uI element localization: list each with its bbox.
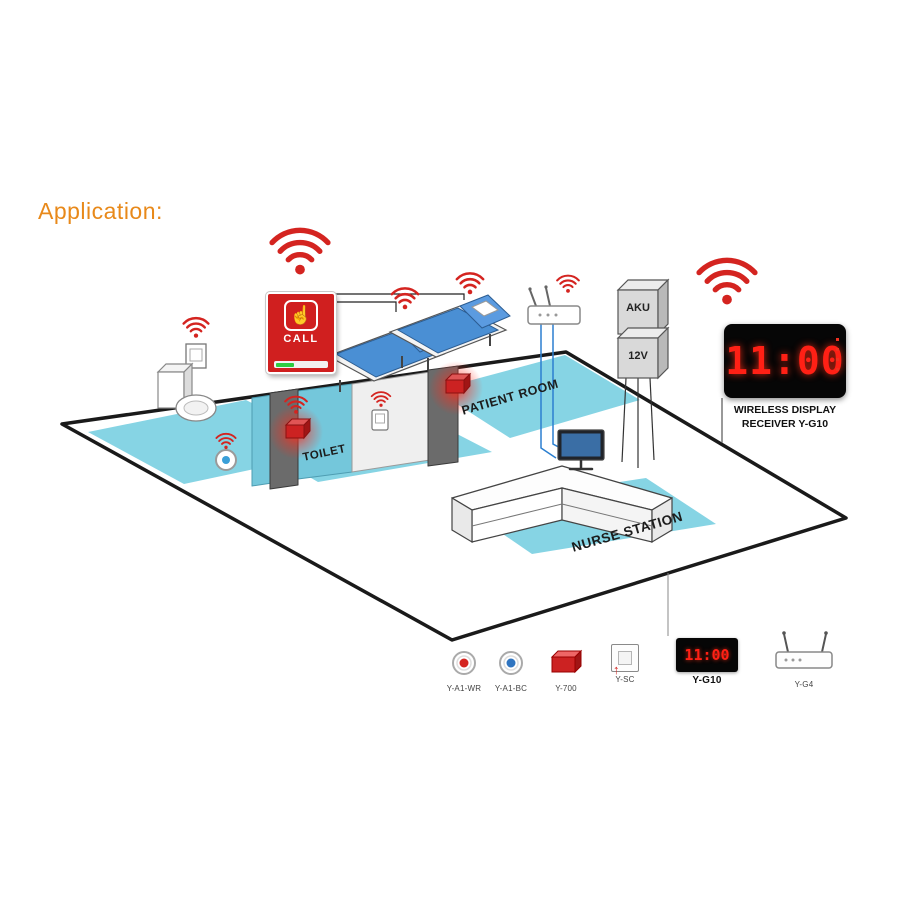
call-unit-1 bbox=[285, 424, 305, 439]
panel-to-bed1-line bbox=[334, 301, 397, 312]
wall-segment-light bbox=[351, 371, 431, 473]
call-unit-2-side bbox=[463, 372, 471, 395]
hand-press-icon: ☝ bbox=[284, 300, 318, 331]
wall-call-units bbox=[269, 361, 483, 459]
legend-item-y-sc: ↑ Y-SC bbox=[600, 644, 650, 684]
legend-item-y-a1-wr: Y-A1-WR bbox=[440, 650, 488, 693]
round-button-blue-icon bbox=[499, 651, 523, 675]
legend-item-y-700: Y-700 bbox=[540, 648, 592, 693]
aku-voltage-label: 12V bbox=[628, 350, 648, 362]
legend-item-y-g4: Y-G4 bbox=[770, 628, 838, 689]
switch-panel-button bbox=[618, 651, 632, 665]
receiver-caption-line1: WIRELESS DISPLAY bbox=[733, 404, 837, 416]
call-button-panel: ☝ CALL bbox=[265, 291, 337, 375]
panel-status-strip bbox=[274, 361, 328, 368]
wifi-icon bbox=[272, 230, 328, 274]
power-wire-1 bbox=[621, 377, 627, 463]
wifi-icon bbox=[182, 316, 210, 339]
wall-switch-panel bbox=[185, 343, 207, 369]
arrow-up-icon: ↑ bbox=[613, 662, 620, 677]
wall-segment-blue-1 bbox=[251, 394, 273, 487]
aku-label: AKU bbox=[626, 302, 650, 314]
hospital-bed-2 bbox=[388, 294, 511, 368]
legend-label: Y-G4 bbox=[794, 680, 814, 689]
green-led bbox=[276, 362, 294, 367]
call-unit-1-side bbox=[303, 417, 311, 440]
repeater-cable-1 bbox=[540, 324, 557, 459]
mini-clock-time: 11:00 bbox=[684, 646, 730, 664]
call-label: CALL bbox=[283, 333, 319, 345]
receiver-caption: WIRELESS DISPLAY RECEIVER Y-G10 bbox=[718, 403, 852, 431]
clock-time: 11:00 bbox=[725, 339, 845, 383]
signal-repeater bbox=[527, 274, 581, 325]
legend-label: Y-A1-BC bbox=[494, 684, 528, 693]
receiver-caption-line2: RECEIVER Y-G10 bbox=[741, 418, 829, 431]
legend-label: Y-700 bbox=[555, 684, 577, 693]
wall-switch-device bbox=[370, 391, 392, 431]
wifi-icon bbox=[699, 260, 755, 304]
desk-monitor bbox=[557, 429, 605, 471]
legend-label: Y-G10 bbox=[692, 675, 722, 686]
legend-label: Y-SC bbox=[615, 675, 635, 684]
wifi-icon bbox=[556, 274, 580, 294]
panel-to-bed2-line bbox=[334, 293, 465, 300]
switch-panel-icon: ↑ bbox=[611, 644, 639, 677]
clock-indicator-dots bbox=[836, 338, 839, 341]
nurse-desk bbox=[451, 465, 673, 544]
corridor-lamp-assembly bbox=[156, 316, 217, 422]
repeater-router-icon bbox=[775, 631, 833, 669]
power-wire-3 bbox=[649, 377, 655, 461]
room-patient-floor bbox=[435, 355, 640, 438]
call-unit-2 bbox=[445, 379, 465, 394]
wireless-call-button bbox=[215, 432, 237, 471]
legend-item-y-a1-bc: Y-A1-BC bbox=[487, 650, 535, 693]
wall-transmitter-icon bbox=[550, 649, 583, 674]
display-receiver-icon: 11:00 bbox=[676, 638, 738, 672]
legend-item-y-g10: 11:00 Y-G10 bbox=[672, 638, 742, 686]
power-unit-aku bbox=[616, 278, 670, 380]
wifi-icon bbox=[455, 272, 485, 296]
wall-clock-display: 11:00 bbox=[724, 324, 846, 398]
page-title: Application: bbox=[38, 198, 163, 224]
legend-label: Y-A1-WR bbox=[446, 684, 482, 693]
round-button-red-icon bbox=[452, 651, 476, 675]
